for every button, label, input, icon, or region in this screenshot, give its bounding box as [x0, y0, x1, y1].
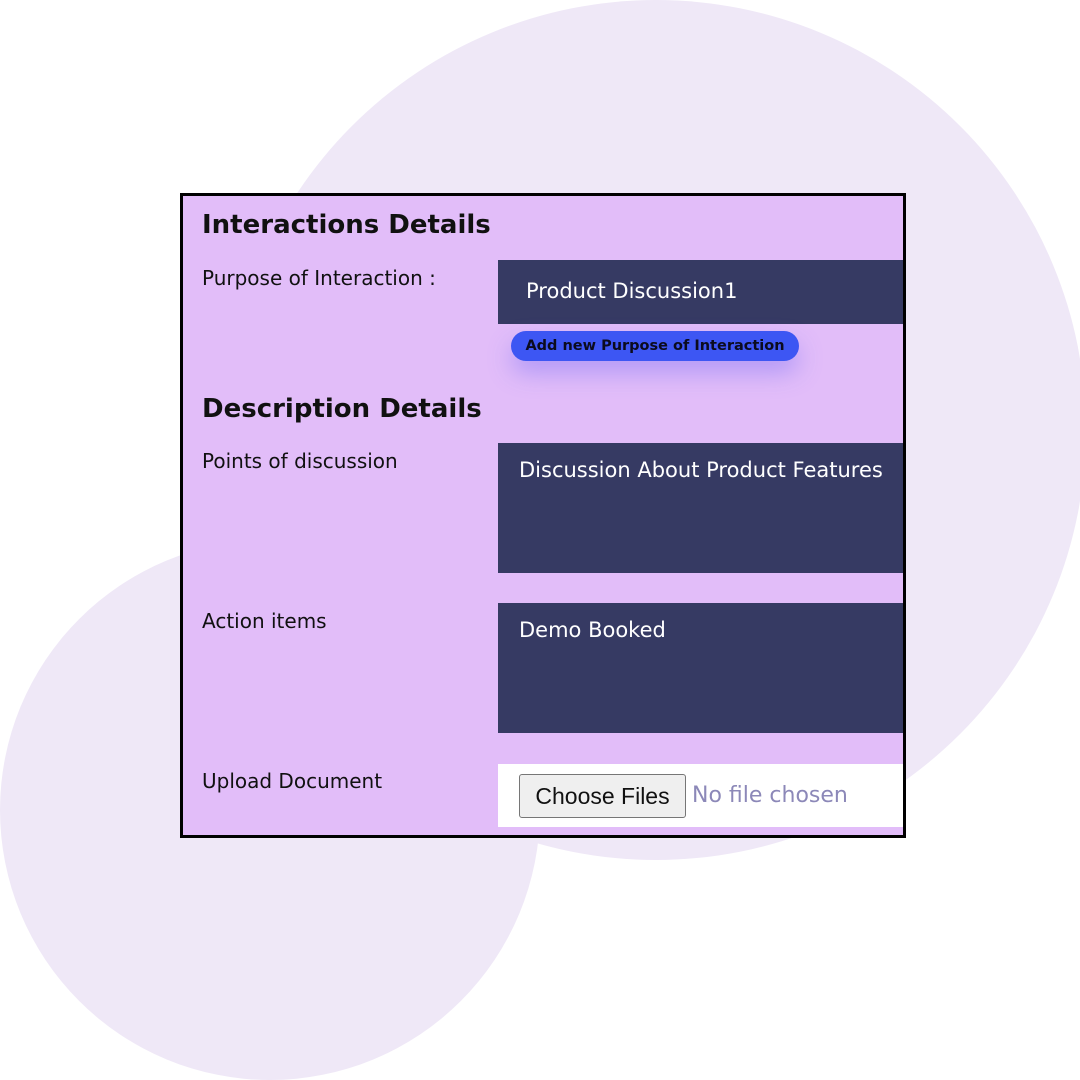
description-details-title: Description Details: [202, 394, 482, 424]
action-items-textarea[interactable]: Demo Booked: [498, 603, 903, 733]
points-of-discussion-value: Discussion About Product Features: [519, 458, 883, 482]
points-of-discussion-label: Points of discussion: [202, 449, 398, 473]
purpose-of-interaction-select[interactable]: Product Discussion1: [498, 260, 903, 324]
action-items-value: Demo Booked: [519, 618, 666, 642]
choose-files-button[interactable]: Choose Files: [519, 774, 686, 818]
add-purpose-button[interactable]: Add new Purpose of Interaction: [511, 331, 799, 361]
interaction-form-panel: Interactions Details Purpose of Interact…: [180, 193, 906, 838]
interactions-details-title: Interactions Details: [202, 210, 491, 240]
upload-document-label: Upload Document: [202, 769, 383, 793]
action-items-label: Action items: [202, 609, 327, 633]
points-of-discussion-textarea[interactable]: Discussion About Product Features: [498, 443, 903, 573]
no-file-chosen-text: No file chosen: [692, 783, 848, 808]
purpose-of-interaction-label: Purpose of Interaction :: [202, 266, 436, 290]
purpose-of-interaction-value: Product Discussion1: [526, 279, 738, 303]
file-upload-input[interactable]: Choose Files No file chosen: [498, 764, 903, 827]
